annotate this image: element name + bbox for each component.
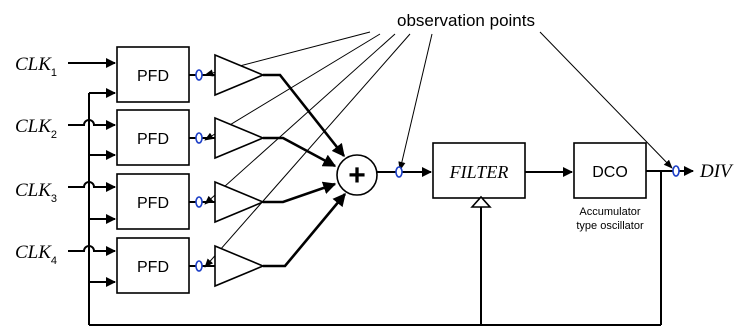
- observation-point-1: [195, 69, 203, 81]
- clk3-label: CLK3: [15, 180, 57, 205]
- pfd-block-2: PFD: [116, 109, 190, 166]
- amplifier-1: [214, 53, 266, 97]
- observation-point-2: [195, 132, 203, 144]
- observation-point-sum: [395, 166, 403, 178]
- div-output-label: DIV: [699, 161, 734, 182]
- observation-point-3: [195, 196, 203, 208]
- pointer-line-2: [204, 33, 381, 141]
- sum-symbol: +: [348, 159, 366, 192]
- dco-label: DCO: [592, 164, 628, 181]
- filter-label: FILTER: [449, 162, 509, 182]
- amplifier-3: [214, 180, 266, 224]
- observation-points-label: observation points: [397, 11, 535, 30]
- input-labels: CLK1 CLK2 CLK3 CLK4: [15, 54, 57, 267]
- summing-junction: +: [336, 154, 378, 196]
- dco-block: DCO Accumulator type oscillator: [573, 142, 647, 232]
- amplifiers: [214, 53, 266, 288]
- observation-point-output: [672, 165, 680, 177]
- pointer-line-sum: [398, 33, 433, 171]
- summer-input-wiring: [263, 73, 346, 268]
- amplifier-2: [214, 116, 266, 160]
- pfd-block-1: PFD: [116, 46, 190, 103]
- pointer-line-3: [204, 33, 396, 205]
- clk2-label: CLK2: [15, 116, 57, 141]
- clk4-label: CLK4: [15, 242, 57, 267]
- pfd-block-4: PFD: [116, 237, 190, 294]
- filter-control-input: [470, 195, 492, 208]
- pfd-output-wiring: [189, 74, 215, 267]
- clk1-label: CLK1: [15, 54, 57, 79]
- amplifier-4: [214, 244, 266, 288]
- input-wiring: [68, 58, 662, 326]
- pfd-label: PFD: [137, 68, 169, 85]
- annotation-pointers: [204, 31, 673, 268]
- dco-caption-line-2: type oscillator: [576, 220, 644, 232]
- pfd-label: PFD: [137, 195, 169, 212]
- filter-block: FILTER: [432, 142, 526, 208]
- pfd-label: PFD: [137, 259, 169, 276]
- pointer-line-output: [539, 31, 673, 169]
- observation-points: [195, 69, 680, 272]
- pfd-label: PFD: [137, 131, 169, 148]
- pfd-block-3: PFD: [116, 173, 190, 230]
- observation-point-4: [195, 260, 203, 272]
- dco-caption-line-1: Accumulator: [579, 206, 640, 218]
